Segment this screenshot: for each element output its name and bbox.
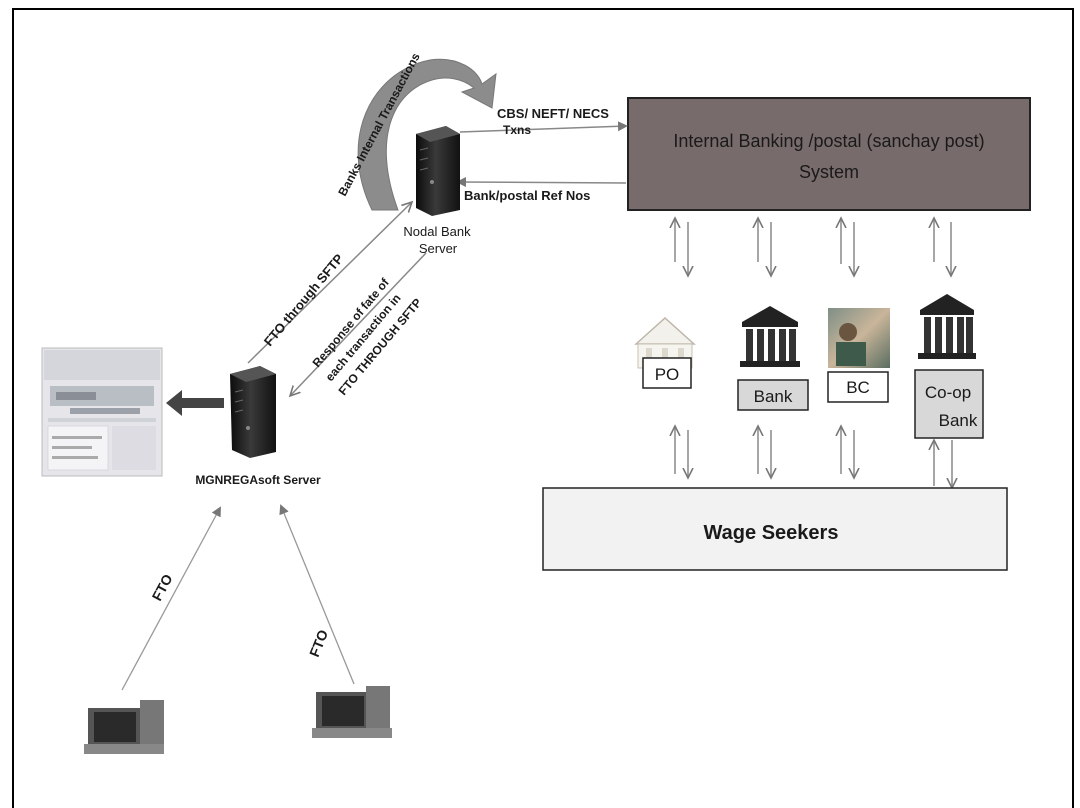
internal-banking-system-box: Internal Banking /postal (sanchay post) … <box>627 97 1031 211</box>
banks-internal-transactions-arrow <box>357 58 497 211</box>
bc-label: BC <box>846 378 870 397</box>
coop-bank-label-line1: Co-op <box>925 383 971 402</box>
response-arrow <box>290 252 427 396</box>
server-to-website-arrow <box>166 390 224 416</box>
mgnrega-server-icon <box>230 366 276 458</box>
nodal-server-label-line2: Server <box>419 241 458 256</box>
bc-photo-person <box>839 323 857 341</box>
wage-seekers-label: Wage Seekers <box>704 522 839 544</box>
coop-bank-label-box <box>914 369 984 439</box>
bc-label-box <box>827 371 889 403</box>
internal-system-line2: System <box>799 162 859 182</box>
coop-bank-building-icon <box>918 294 976 359</box>
agency-wage-arrows <box>675 426 952 488</box>
cbs-txns-arrow <box>459 121 628 133</box>
diagram-frame <box>12 8 1074 808</box>
bank-label: Bank <box>754 387 793 406</box>
ref-nos-label: Bank/postal Ref Nos <box>464 188 590 203</box>
computer-left-icon <box>84 700 164 754</box>
internal-system-line1: Internal Banking /postal (sanchay post) <box>673 131 984 151</box>
fto-right-arrow <box>279 504 355 685</box>
website-screenshot-image <box>41 347 163 477</box>
cbs-label-line1: CBS/ NEFT/ NECS <box>497 106 609 121</box>
cbs-label-line2: Txns <box>503 123 531 137</box>
coop-bank-label-line2: Bank <box>939 411 978 430</box>
fto-sftp-arrow <box>247 202 412 364</box>
bank-label-box <box>737 379 809 411</box>
mgnrega-server-label: MGNREGAsoft Server <box>195 473 321 487</box>
bank-building-icon <box>740 306 800 367</box>
system-agency-arrows <box>675 218 951 276</box>
po-label: PO <box>655 365 680 384</box>
computer-right-icon <box>312 686 392 738</box>
wage-seekers-box: Wage Seekers <box>542 487 1008 571</box>
nodal-server-label-line1: Nodal Bank <box>403 224 471 239</box>
fto-left-arrow <box>121 506 221 691</box>
po-label-box <box>642 357 692 389</box>
nodal-bank-server-icon <box>416 126 460 216</box>
bc-photo-detail <box>836 342 866 366</box>
fto-right-label: FTO <box>306 627 331 659</box>
ref-nos-arrow <box>456 177 627 188</box>
payment-flow-diagram: Internal Banking /postal (sanchay post) … <box>41 50 1031 754</box>
